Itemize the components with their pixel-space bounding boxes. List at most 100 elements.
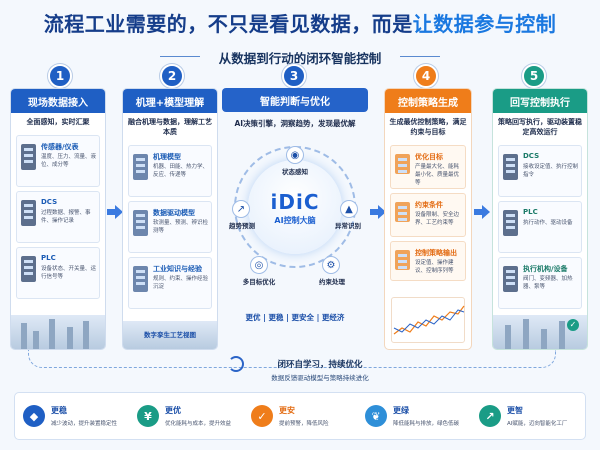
step-number: 1 — [48, 64, 72, 88]
brain-label: AI控制大脑 — [274, 216, 316, 225]
benefit-title: 更智 — [507, 406, 523, 415]
step-title: 智能判断与优化 — [222, 88, 368, 112]
card: 执行机构/设备阀门、变频器、加热器、泵等 — [498, 257, 582, 309]
benefit-title: 更稳 — [51, 406, 67, 415]
check-icon: ✓ — [567, 319, 579, 331]
safety-icon: ✓ — [251, 405, 273, 427]
page-title: 流程工业需要的，不只是看见数据，而是让数据参与控制 — [43, 12, 557, 36]
node-label: 趋势预测 — [229, 222, 255, 230]
benefit-desc: AI赋能，迈向智能化工厂 — [507, 421, 568, 427]
flow-arrow — [474, 205, 490, 219]
benefit-item: ◆ 更稳减少波动，提升装置稳定性 — [15, 393, 129, 441]
card-title: 优化目标 — [415, 153, 443, 161]
step-desc: 融合机理与数据，理解工艺本质 — [128, 118, 212, 136]
card-desc: 温度、压力、流量、液位、成分等 — [41, 154, 97, 168]
benefits-bar: ◆ 更稳减少波动，提升装置稳定性 ¥ 更优优化能耗与成本，提升效益 ✓ 更安提前预警，… — [14, 392, 586, 440]
card: 控制策略输出设定值、操作建议、控制序列等 — [390, 241, 466, 281]
server-icon — [21, 200, 36, 226]
output-icon — [395, 250, 410, 270]
trend-lines — [393, 305, 465, 335]
flow-arrow — [370, 205, 386, 219]
server-icon — [503, 154, 518, 180]
card-title: 工业知识与经验 — [153, 265, 202, 273]
card-desc: 产量最大化、能耗最小化、质量最优等 — [415, 164, 460, 186]
step-title: 控制策略生成 — [385, 89, 471, 113]
step-title: 回写控制执行 — [493, 89, 587, 113]
card-desc: 设备限制、安全边界、工艺约束等 — [415, 212, 460, 226]
card-title: PLC — [523, 208, 538, 216]
card-desc: 设备状态、开关量、运行信号等 — [41, 266, 97, 280]
card-title: 控制策略输出 — [415, 249, 457, 257]
step-desc: 策略回写执行，驱动装置稳定高效运行 — [498, 118, 582, 136]
card-title: 传感器/仪表 — [41, 143, 79, 151]
card: 传感器/仪表温度、压力、流量、液位、成分等 — [16, 135, 100, 187]
benefit-title: 更安 — [279, 406, 295, 415]
target-icon — [395, 154, 410, 174]
benefit-item: ✓ 更安提前预警，降低风险 — [243, 393, 357, 441]
sensor-icon — [21, 144, 36, 170]
benefit-item: ❦更绿降低能耗与排放，绿色低碳 — [357, 393, 471, 441]
step-panel: 现场数据接入 全面感知，实时汇聚 传感器/仪表温度、压力、流量、液位、成分等 D… — [10, 88, 106, 350]
step-panel: 控制策略生成 生成最优控制策略，满足约束与目标 优化目标产量最大化、能耗最小化、… — [384, 88, 472, 350]
benefit-desc: 提前预警，降低风险 — [279, 421, 329, 427]
card-title: 机理模型 — [153, 153, 181, 161]
divider — [160, 56, 200, 57]
card: 工业知识与经验规则、约束、操作经验沉淀 — [128, 257, 212, 309]
card-title: 数据驱动模型 — [153, 209, 195, 217]
card-desc: 设定值、操作建议、控制序列等 — [415, 260, 454, 274]
card: DCS 接收设定值、执行控制指令 — [498, 145, 582, 197]
card-title: DCS — [523, 152, 540, 160]
benefit-desc: 减少波动，提升装置稳定性 — [51, 421, 118, 427]
card-desc: 规则、约束、操作经验沉淀 — [153, 276, 209, 290]
plc-icon — [503, 210, 518, 236]
card: 约束条件设备限制、安全边界、工艺约束等 — [390, 193, 466, 237]
step-desc: 生成最优控制策略，满足约束与目标 — [389, 118, 467, 136]
settings-icon: ⚙ — [322, 256, 340, 274]
step-desc: 全面感知，实时汇聚 — [26, 118, 90, 126]
card-desc: 过程数据、报警、事件、操作记录 — [41, 210, 91, 224]
yen-icon: ¥ — [137, 405, 159, 427]
benefit-title: 更绿 — [393, 406, 409, 415]
card-desc: 软测量、预测、辨识检测等 — [153, 220, 209, 234]
trend-chart — [391, 297, 465, 343]
factory-illustration: ✓ — [493, 315, 587, 349]
valve-icon — [503, 266, 518, 292]
flow-arrow — [107, 205, 123, 219]
node-label: 状态感知 — [282, 168, 308, 176]
card-title: DCS — [41, 198, 58, 206]
step-title: 现场数据接入 — [11, 89, 105, 113]
step-number: 3 — [282, 64, 306, 88]
step-number: 4 — [414, 64, 438, 88]
card: 机理模型机器、田能、热力学、反应、传递等 — [128, 145, 212, 197]
shield-icon: ◆ — [23, 405, 45, 427]
ai-brain-core — [248, 160, 342, 254]
twin-label: 数字孪生工艺视图 — [144, 331, 196, 339]
target-icon: ◎ — [250, 256, 268, 274]
card-desc: 接收设定值、执行控制指令 — [523, 164, 579, 178]
refresh-icon — [228, 356, 244, 372]
factory-illustration — [11, 315, 105, 349]
loop-title: 闭环自学习，持续优化 — [277, 360, 363, 370]
knowledge-icon — [133, 266, 148, 292]
step-panel: 回写控制执行 策略回写执行，驱动装置稳定高效运行 DCS 接收设定值、执行控制指令… — [492, 88, 588, 350]
brand-logo: iDiC — [270, 190, 320, 214]
benefit-desc: 优化能耗与成本，提升效益 — [165, 421, 232, 427]
card-desc: 阀门、变频器、加热器、泵等 — [523, 276, 573, 290]
chart-icon — [133, 210, 148, 236]
eye-icon: ◉ — [286, 146, 304, 164]
node-label: 约束处理 — [319, 278, 345, 286]
benefit-desc: 降低能耗与排放，绿色低碳 — [393, 421, 460, 427]
card-desc: 机器、田能、热力学、反应、传递等 — [153, 164, 209, 178]
card-title: 执行机构/设备 — [523, 265, 568, 273]
card: 数据驱动模型软测量、预测、辨识检测等 — [128, 201, 212, 253]
node-label: 异常识别 — [335, 222, 361, 230]
benefit-tags: 更优 | 更稳 | 更安全 | 更经济 — [245, 313, 345, 322]
node-label: 多目标优化 — [242, 278, 276, 286]
benefit-title: 更优 — [165, 406, 181, 415]
card: DCS 过程数据、报警、事件、操作记录 — [16, 191, 100, 243]
card-title: 约束条件 — [415, 201, 443, 209]
step-panel: 机理+模型理解 融合机理与数据，理解工艺本质 机理模型机器、田能、热力学、反应、… — [122, 88, 218, 350]
plc-icon — [21, 256, 36, 282]
